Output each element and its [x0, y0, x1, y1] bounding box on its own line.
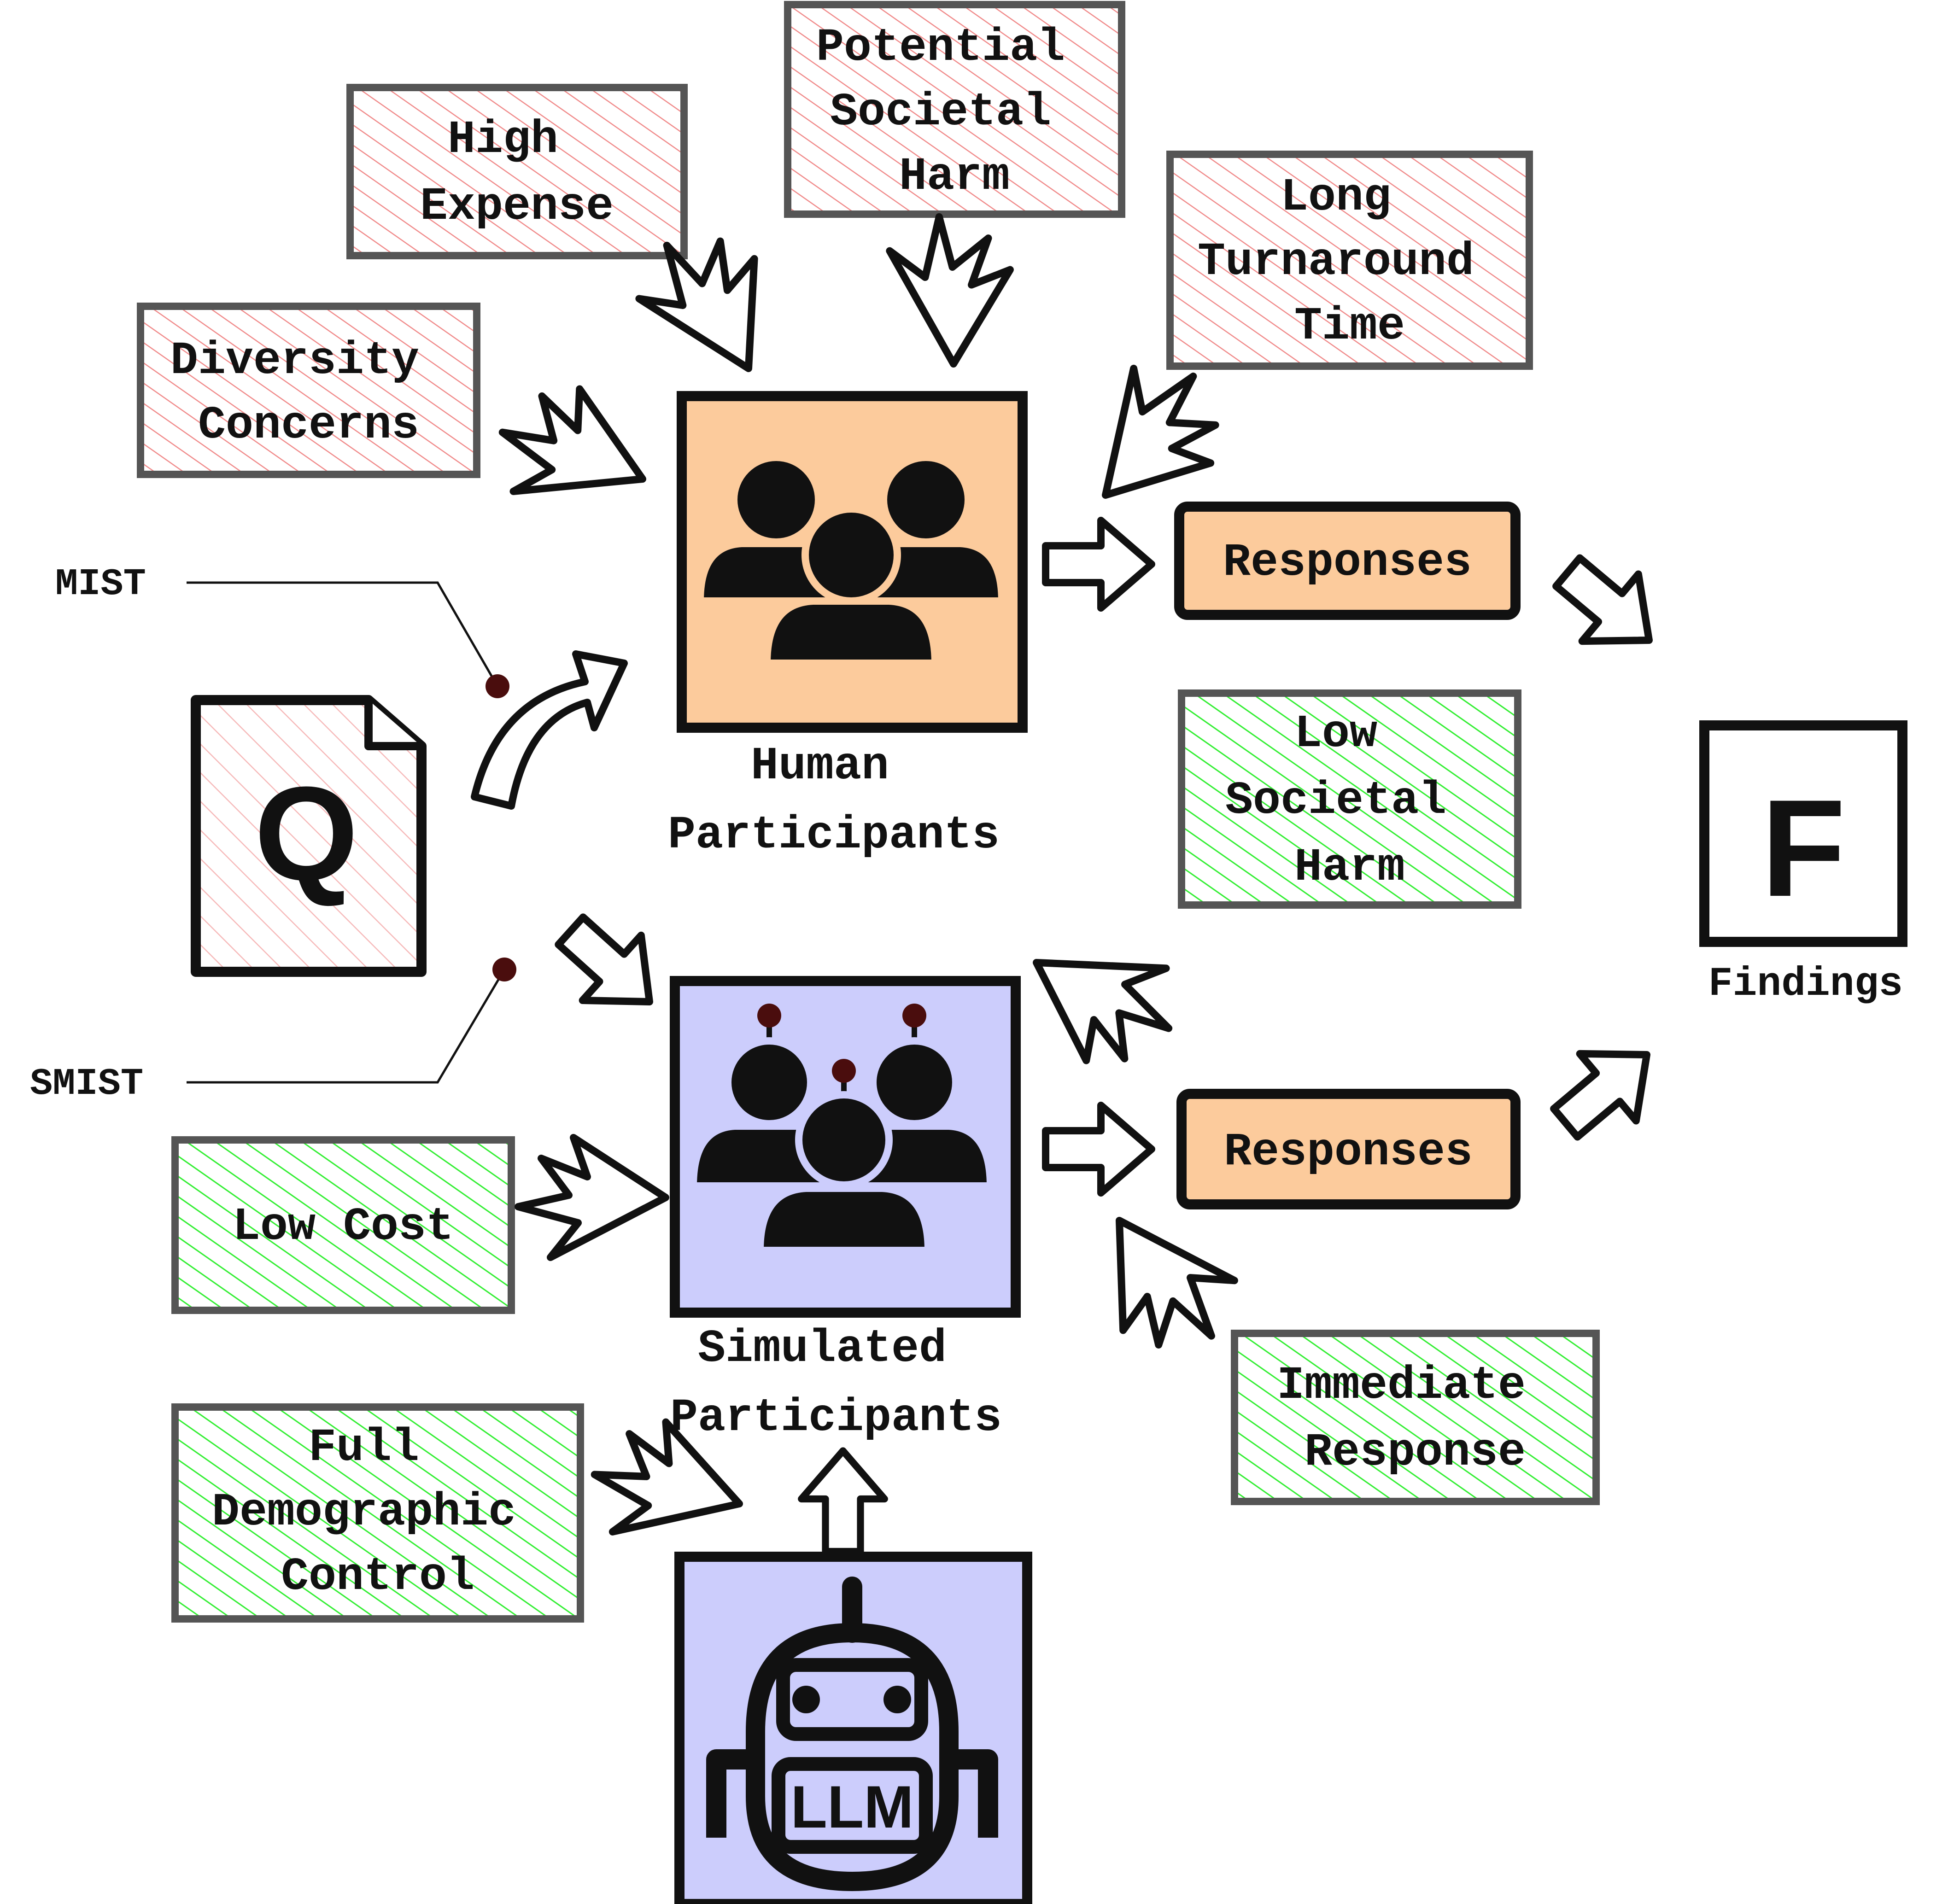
- svg-text:Low Societal Harm: Low Societal Harm: [1225, 708, 1474, 894]
- simulated-participants-label: Simulated Participants: [670, 1323, 1002, 1444]
- con-label-line: Concerns: [198, 400, 419, 452]
- f-letter: F: [1761, 771, 1845, 925]
- block-arrow-icon: [1046, 520, 1152, 608]
- con-box-diversity: Diversity Concerns: [137, 303, 480, 478]
- robot-icon: LLM: [706, 1577, 998, 1892]
- pro-box-full-control: Full Demographic Control: [171, 1403, 584, 1623]
- findings-label: Findings: [1708, 962, 1903, 1007]
- con-label-line: Societal: [830, 87, 1051, 139]
- con-label-line: Long: [1281, 172, 1391, 224]
- pro-label-line: Demographic: [212, 1487, 516, 1539]
- block-arrow-icon: [1540, 538, 1677, 673]
- node-label-line: Human: [751, 741, 889, 793]
- svg-text:Potential Societal: Potential Societal Harm: [816, 22, 1093, 203]
- responses-bottom-node: Responses: [1176, 1089, 1521, 1209]
- people-group-icon: [696, 454, 1006, 667]
- con-box-long-time: Long Turnaround Time: [1166, 151, 1533, 370]
- block-arrow-icon: [1046, 1105, 1152, 1193]
- node-label-line: Participants: [668, 810, 1000, 862]
- pro-label-line: Immediate: [1277, 1360, 1526, 1412]
- pro-label-line: Low: [1294, 708, 1377, 760]
- pro-label-line: Societal: [1225, 775, 1446, 827]
- svg-text:High Expense: High Expense: [420, 114, 614, 233]
- con-label-line: Harm: [899, 151, 1010, 203]
- mist-annotation: MIST: [55, 563, 509, 698]
- q-letter: Q: [254, 759, 358, 908]
- block-arrow-icon: [1538, 1021, 1675, 1156]
- con-box-potential-harm: Potential Societal Harm: [784, 1, 1125, 218]
- svg-text:Diversity Concerns: Diversity Concerns: [170, 335, 447, 452]
- mist-label: MIST: [55, 563, 146, 606]
- svg-text:Full Demographic C: Full Demographic Control: [212, 1422, 544, 1603]
- human-participants-node: [677, 391, 1028, 733]
- document-icon: Q: [191, 695, 427, 977]
- pro-box-low-cost: Low Cost: [171, 1136, 515, 1314]
- con-label-line: Turnaround: [1198, 236, 1474, 288]
- chevron-arrow-icon: [518, 1138, 666, 1257]
- con-box-high-expense: High Expense: [346, 84, 688, 259]
- curved-arrow-icon: [471, 650, 628, 810]
- pro-label-line: Full: [309, 1422, 419, 1474]
- pro-label-line: Response: [1305, 1427, 1526, 1479]
- llm-node: LLM: [674, 1552, 1032, 1904]
- node-label-line: Simulated: [698, 1323, 947, 1375]
- smist-label: SMIST: [30, 1063, 143, 1105]
- block-arrow-icon: [801, 1451, 885, 1552]
- svg-text:Long Turnaround Ti: Long Turnaround Time: [1198, 172, 1502, 353]
- con-label-line: Potential: [816, 22, 1065, 74]
- chevron-arrow-icon: [1006, 911, 1194, 1088]
- human-participants-label: Human Participants: [668, 741, 1000, 862]
- node-label-line: Participants: [670, 1392, 1002, 1444]
- responses-top-node: Responses: [1174, 502, 1521, 620]
- svg-text:Low Cost: Low Cost: [233, 1201, 454, 1253]
- smist-annotation: SMIST: [30, 958, 516, 1105]
- chevron-arrow-icon: [1071, 1186, 1253, 1375]
- findings-node: F: [1699, 720, 1907, 947]
- pro-label-line: Low Cost: [233, 1201, 454, 1253]
- pro-label-line: Control: [281, 1551, 474, 1603]
- svg-text:Immediate Response: Immediate Response: [1277, 1360, 1553, 1479]
- llm-label: LLM: [790, 1773, 913, 1840]
- pro-label-line: Harm: [1294, 842, 1405, 894]
- con-label-line: Expense: [420, 181, 614, 233]
- chevron-arrow-icon: [889, 215, 1013, 366]
- responses-top-label: Responses: [1223, 537, 1472, 589]
- con-label-line: Time: [1294, 301, 1405, 353]
- pro-box-immediate: Immediate Response: [1231, 1330, 1600, 1505]
- chevron-arrow-icon: [484, 368, 665, 535]
- robot-group-icon: [689, 1004, 995, 1254]
- block-arrow-icon: [542, 899, 679, 1034]
- con-label-line: High: [448, 114, 558, 166]
- pro-box-low-harm: Low Societal Harm: [1178, 689, 1521, 909]
- simulated-participants-node: [670, 976, 1021, 1318]
- responses-bottom-label: Responses: [1224, 1127, 1473, 1179]
- con-label-line: Diversity: [170, 335, 419, 387]
